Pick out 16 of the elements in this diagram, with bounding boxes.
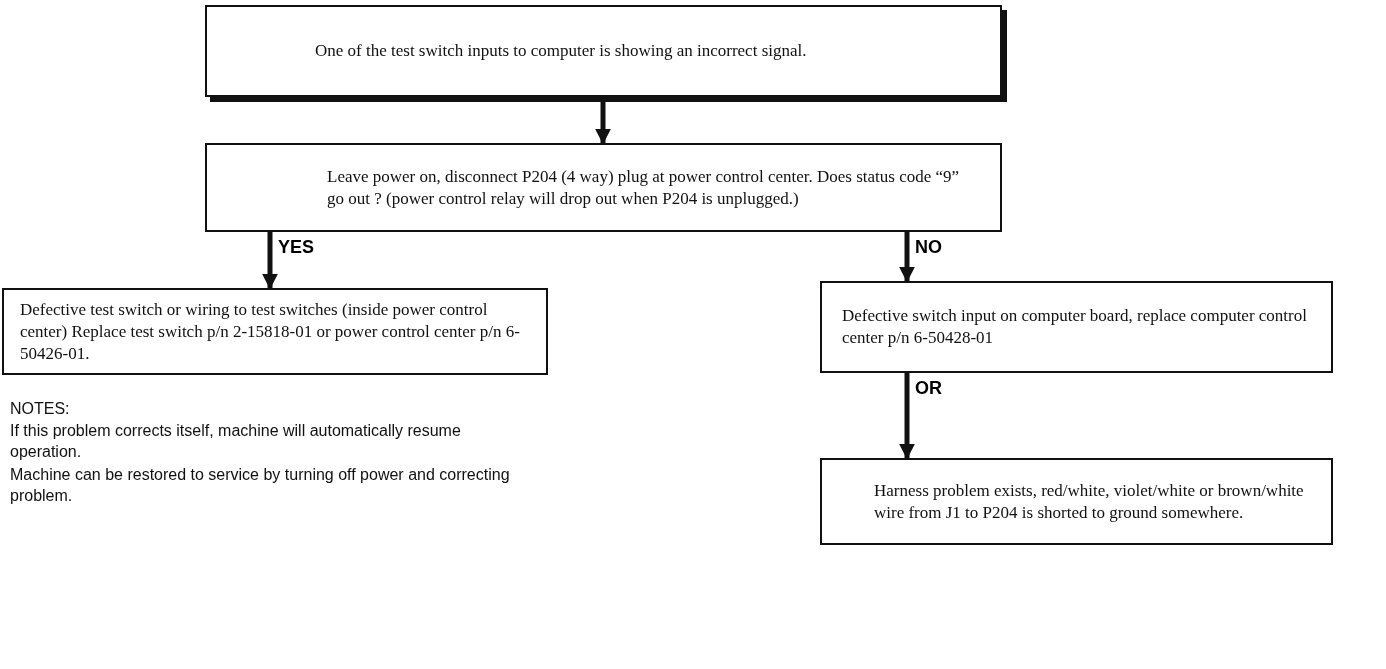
box-text: Defective test switch or wiring to test switches (inside power control center) Replace test switch p/n 2-15818-01 or power control center p/n 6-50426-01. — [20, 298, 521, 365]
arrow — [899, 373, 915, 460]
box-text: Defective switch input on computer board, replace computer control center p/n 6-50428-01 — [842, 305, 1308, 349]
arrow — [262, 232, 278, 290]
arrow — [595, 102, 611, 145]
process-box — [820, 458, 1333, 545]
process-box — [2, 288, 548, 375]
box-text: Leave power on, disconnect P204 (4 way) plug at power control center. Does status code “9” go out ? (power control relay will drop out when P204 is unplugged.) — [327, 165, 961, 210]
process-box — [205, 143, 1002, 232]
notes-heading: NOTES: — [10, 399, 71, 419]
note-text: Machine can be restored to service by turning off power and correcting problem. — [10, 465, 510, 506]
box-text: One of the test switch inputs to computer is showing an incorrect signal. — [315, 40, 807, 62]
note-text: If this problem corrects itself, machine will automatically resume operation. — [10, 421, 462, 462]
process-box — [820, 281, 1333, 373]
box-text: Harness problem exists, red/white, violet/white or brown/white wire from J1 to P204 is shorted to ground somewhere. — [874, 479, 1305, 524]
arrow — [899, 232, 915, 283]
